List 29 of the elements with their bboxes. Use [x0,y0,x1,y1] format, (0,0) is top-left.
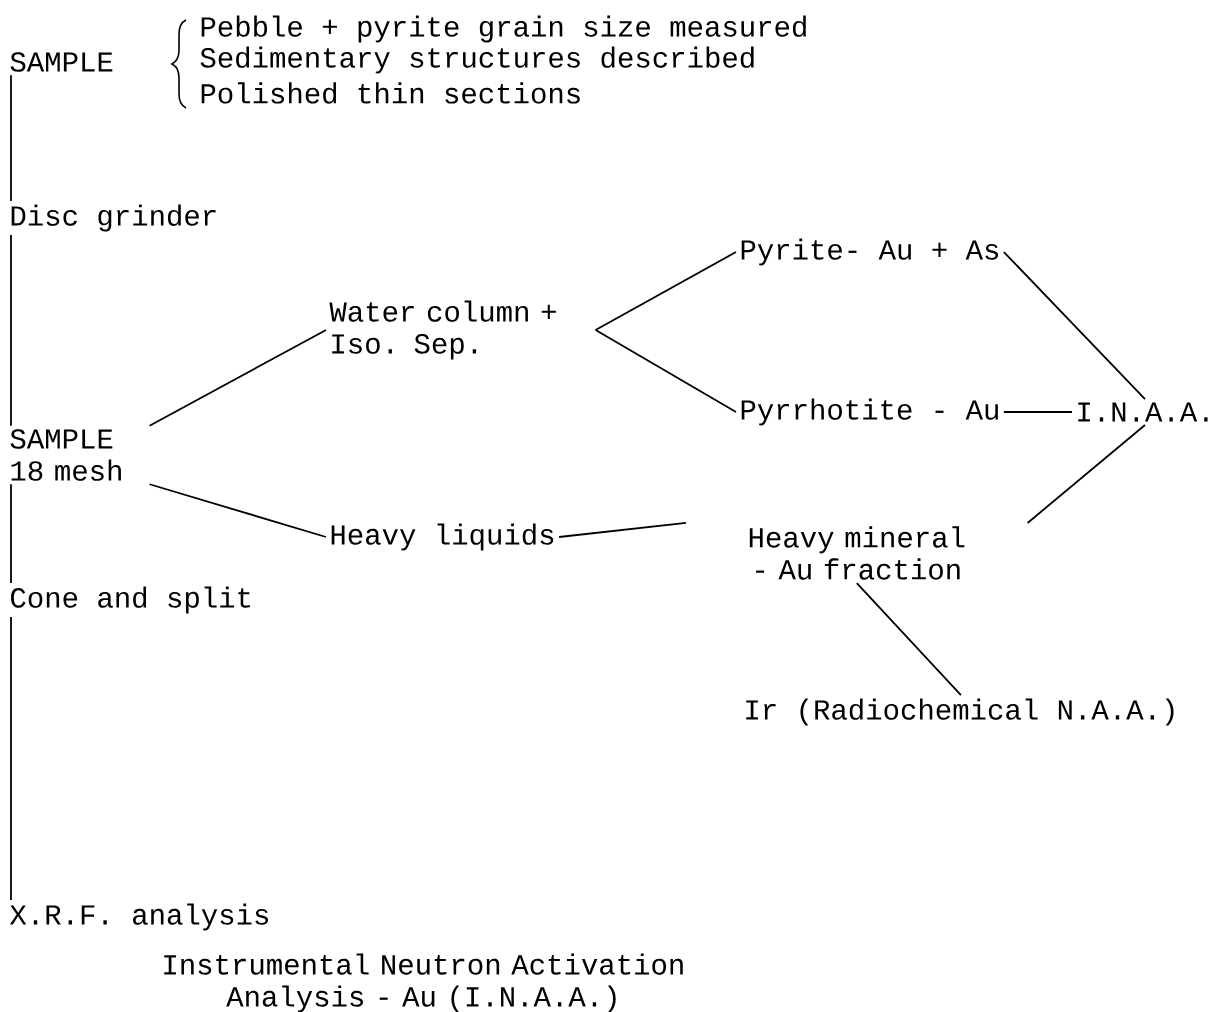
label-text: Sedimentary structures described [200,46,754,74]
node-text: Pyrite- Au + As [741,238,999,266]
connector-line [1002,251,1146,400]
node-text: Heavy liquids [331,523,554,551]
label-text: Pebble + pyrite grain size measured [201,15,806,43]
connector-line [1026,424,1146,524]
connector-line [148,329,327,427]
node-text: Water column + Iso. Sep. [329,300,556,360]
connector-line [1002,411,1073,413]
connector-line [10,74,12,202]
connector-line [594,251,737,331]
connector-line [558,522,687,538]
connector-line [148,483,327,538]
connector-line [10,234,12,427]
connector-line [594,329,737,413]
node-text: Heavy mineral - Au fraction [749,526,965,580]
node-text: X.R.F. analysis [9,903,269,931]
label-text: Polished thin sections [201,82,580,104]
connector-line [10,616,12,901]
node-text: Pyrrhotite - Au [741,398,998,426]
node-text: Disc grinder [11,204,216,232]
node-text: SAMPLE 18 mesh [10,429,121,481]
node-text: I.N.A.A. [1078,402,1208,422]
label-text: Instrumental Neutron Activation Analysis - Au (I.N.A.A.) [164,953,683,1012]
connector-line [855,582,962,696]
node-text: SAMPLE [10,52,113,72]
node-text: Cone and split [11,586,250,614]
node-text: Ir (Radiochemical N.A.A.) [746,698,1174,726]
connector-line [10,483,12,584]
